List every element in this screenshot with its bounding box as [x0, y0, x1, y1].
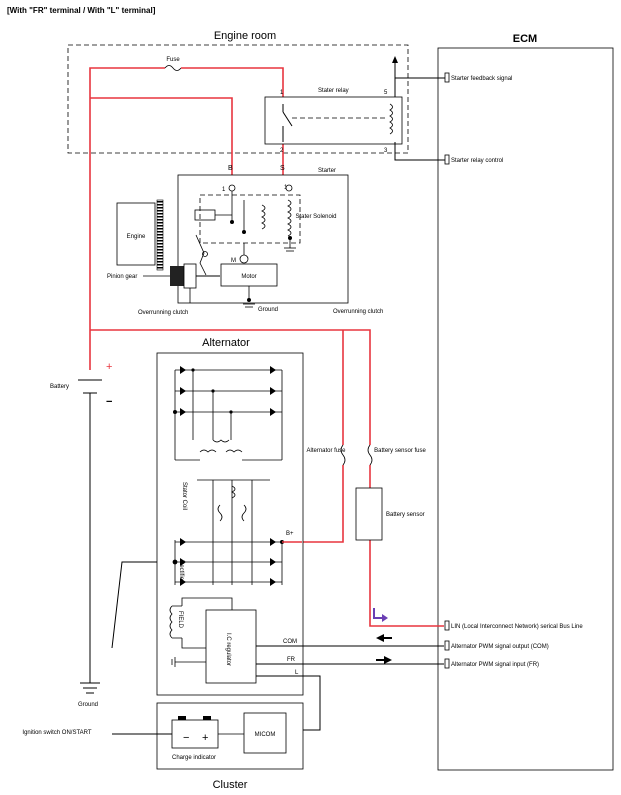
field-coil — [169, 605, 182, 639]
battery-plus-bus — [90, 329, 371, 445]
diagram-header: [With "FR" terminal / With "L" terminal] — [7, 6, 156, 15]
pinion-gear-icon — [170, 266, 184, 286]
starter-title: Starter — [318, 168, 336, 174]
b-plus-terminal: B+ — [286, 531, 294, 537]
relay-control-wire — [394, 142, 445, 161]
com-terminal: COM — [283, 639, 297, 645]
overrunning-clutch-label-right: Overrunning clutch — [333, 309, 383, 315]
charge-indicator-label: Charge indicator — [172, 755, 216, 761]
solenoid-box — [199, 194, 301, 244]
alternator-title: Alternator — [202, 337, 250, 349]
stator-winding-upper — [199, 439, 243, 453]
battery-minus-sign: − — [106, 396, 112, 408]
overrunning-clutch-label: Overrunning clutch — [138, 310, 188, 316]
starter-relay-box — [264, 96, 403, 145]
micom-box — [243, 712, 287, 754]
relay-pin-3: 3 — [384, 148, 388, 154]
com-left-arrow-icon — [376, 634, 392, 642]
ic-regulator-label: I.C regulator — [225, 633, 231, 666]
fuse-out-wire — [181, 67, 284, 97]
battery-plus-sign: + — [106, 361, 112, 373]
starter-relay-label: Stater relay — [318, 88, 349, 94]
lin-arrow-icon — [373, 608, 384, 619]
starter-ground-label: Ground — [258, 307, 278, 313]
flywheel-ring-gear — [156, 199, 164, 271]
svg-text:−: − — [183, 732, 189, 744]
solenoid-coil — [287, 199, 292, 237]
relay-pin-5: 5 — [384, 90, 388, 96]
svg-text:+: + — [202, 732, 208, 744]
fuse-symbol — [164, 65, 182, 71]
rectifier-label: Rectifier — [178, 560, 184, 582]
pinion-gear-label: Pinion gear — [107, 274, 137, 280]
motor-m-label: M — [231, 258, 236, 264]
micom-label: MICOM — [255, 732, 276, 738]
relay-switch-arm — [282, 111, 293, 127]
ignition-switch-label: Ignition switch ON/START — [22, 730, 91, 736]
signal-pwm-input: Alternator PWM signal input (FR) — [451, 662, 539, 668]
relay-pin-1: 1 — [280, 90, 284, 96]
signal-starter-feedback: Starter feedback signal — [451, 76, 512, 82]
overrunning-clutch-icon — [183, 263, 197, 289]
signal-pwm-output: Alternator PWM signal output (COM) — [451, 644, 549, 650]
alternator-fuse-icon — [340, 444, 346, 466]
field-label: FIELD — [177, 611, 183, 629]
starter-terminal-b: B — [228, 165, 233, 172]
l-terminal: L — [295, 670, 299, 676]
ecm-title: ECM — [513, 33, 537, 45]
battery-sensor-fuse-icon — [367, 444, 373, 466]
feedback-arrow-icon — [392, 56, 398, 63]
engine-room-box — [67, 44, 409, 154]
battery-label: Battery — [50, 384, 69, 390]
upper-diode-bridge — [173, 366, 283, 461]
battery-ground-label: Ground — [78, 702, 98, 708]
alternator-fuse-label: Alternator fuse — [306, 448, 346, 454]
signal-starter-relay-control: Starter relay control — [451, 158, 503, 164]
lower-diode-bridge — [172, 479, 284, 586]
fuse-label: Fuse — [166, 57, 180, 63]
ecm-box — [437, 47, 614, 771]
starter-pin-1a: 1 — [222, 187, 226, 193]
engine-block — [116, 202, 156, 266]
signal-lin: LIN (Local Interconnect Network) serical… — [451, 624, 583, 630]
battery-sensor-box — [355, 487, 383, 541]
engine-room-title: Engine room — [214, 30, 276, 42]
main-power-wire — [89, 67, 165, 370]
relay-pin-2: 2 — [280, 148, 284, 154]
starter-terminal-s: S — [280, 165, 285, 172]
fr-terminal: FR — [287, 657, 296, 663]
solenoid-label: Stater Solenoid — [295, 214, 336, 220]
cluster-title: Cluster — [213, 779, 248, 791]
charge-indicator-icon — [171, 719, 219, 749]
motor-label: Motor — [241, 274, 256, 280]
l-wire — [256, 675, 321, 731]
battery-sensor-fuse-label: Battery sensor fuse — [374, 448, 426, 454]
shift-lever — [195, 234, 207, 276]
engine-label: Engine — [127, 234, 146, 240]
starter-b-wire — [90, 97, 233, 185]
battery-sensor-label: Battery sensor — [386, 512, 425, 518]
fr-right-arrow-icon — [376, 656, 392, 664]
relay-coil — [389, 103, 393, 135]
stator-coil-label: Stator Coil — [181, 482, 187, 510]
